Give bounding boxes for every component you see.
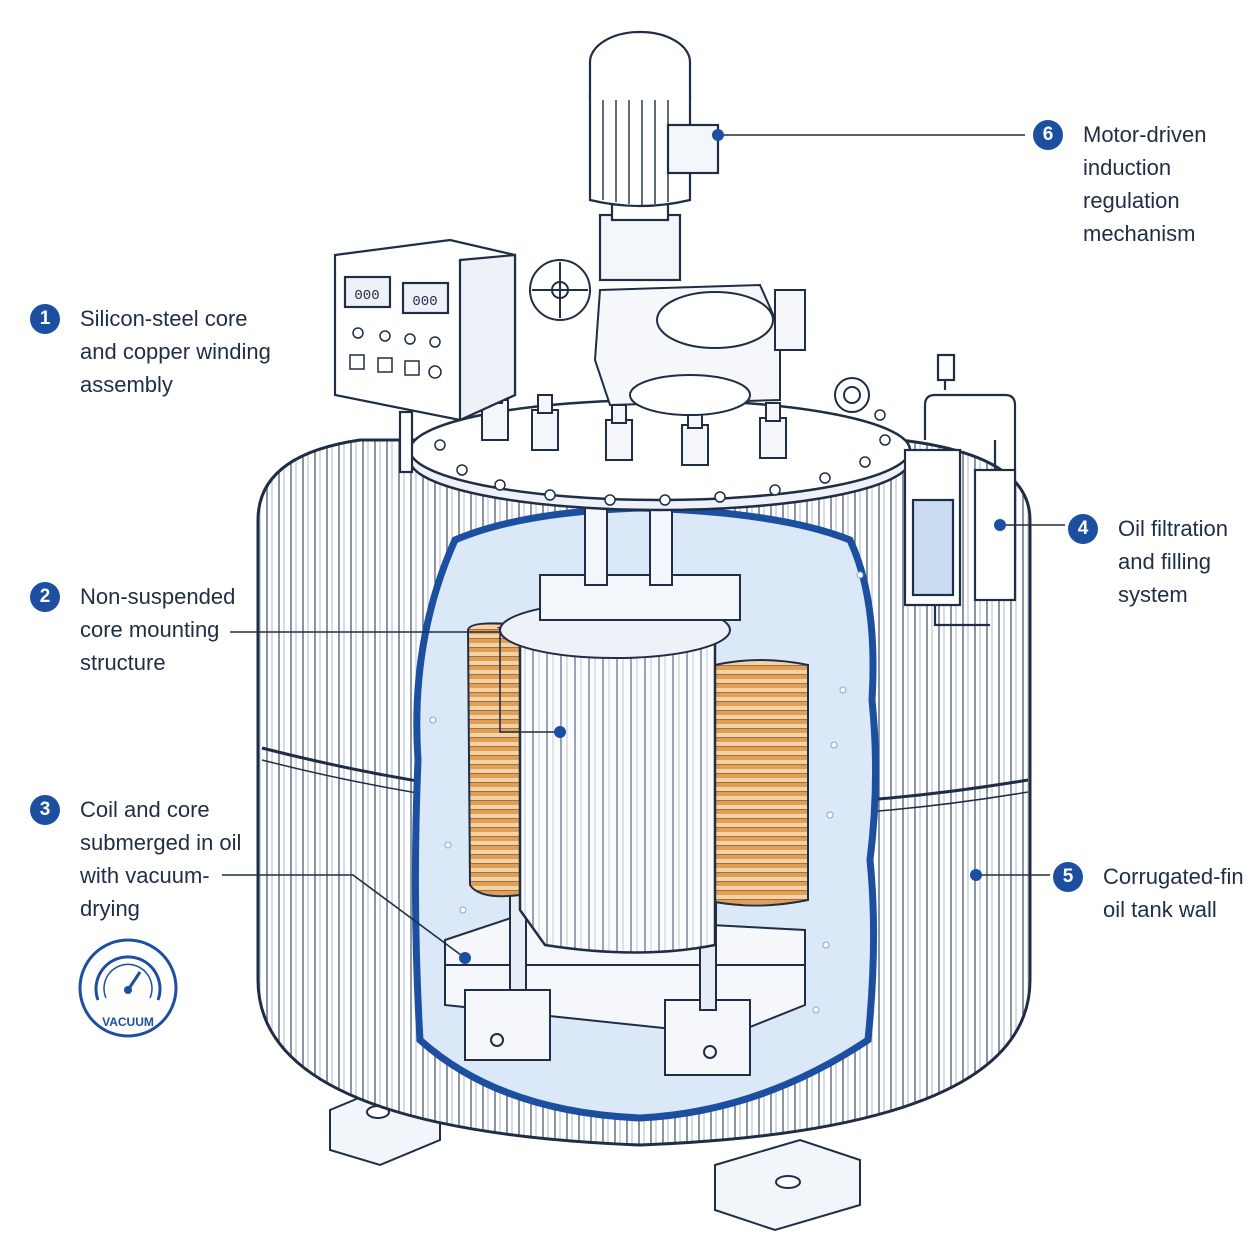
callout-4-number: 4 <box>1068 514 1098 544</box>
callout-3: 3 Coil and core submerged in oil with va… <box>30 793 241 925</box>
callout-1-number: 1 <box>30 304 60 334</box>
callout-1: 1 Silicon-steel core and copper winding … <box>30 302 271 401</box>
oil-filtration-system <box>903 353 1017 627</box>
silicon-steel-core <box>496 504 741 954</box>
callout-5: 5 Corrugated-fin oil tank wall <box>1053 860 1244 926</box>
callout-3-number: 3 <box>30 795 60 825</box>
leader-lines <box>222 524 1065 959</box>
callout-6: 6 Motor-driven induction regulation mech… <box>1033 118 1206 250</box>
regulator-assembly <box>529 259 806 416</box>
meter-left-readout: 000 <box>354 288 379 304</box>
callout-5-text: Corrugated-fin oil tank wall <box>1103 864 1244 922</box>
callout-3-text: Coil and core submerged in oil with vacu… <box>80 797 242 921</box>
vacuum-label: VACUUM <box>102 1015 154 1029</box>
control-box: 000 000 <box>333 238 517 474</box>
drive-motor <box>588 30 1025 282</box>
callout-2-number: 2 <box>30 582 60 612</box>
meter-right-readout: 000 <box>412 294 437 310</box>
vacuum-gauge-icon: VACUUM <box>78 938 178 1038</box>
callout-1-text: Silicon-steel core and copper winding as… <box>80 306 271 397</box>
callout-6-text: Motor-driven induction regulation mechan… <box>1083 122 1207 246</box>
callout-5-number: 5 <box>1053 862 1083 892</box>
callout-4: 4 Oil filtration and filling system <box>1068 512 1228 611</box>
copper-windings <box>466 622 809 907</box>
callout-2: 2 Non-suspended core mounting structure <box>30 580 235 679</box>
callout-2-text: Non-suspended core mounting structure <box>80 584 236 675</box>
callout-6-number: 6 <box>1033 120 1063 150</box>
callout-4-text: Oil filtration and filling system <box>1118 516 1229 607</box>
leader-endpoints <box>459 129 1006 964</box>
